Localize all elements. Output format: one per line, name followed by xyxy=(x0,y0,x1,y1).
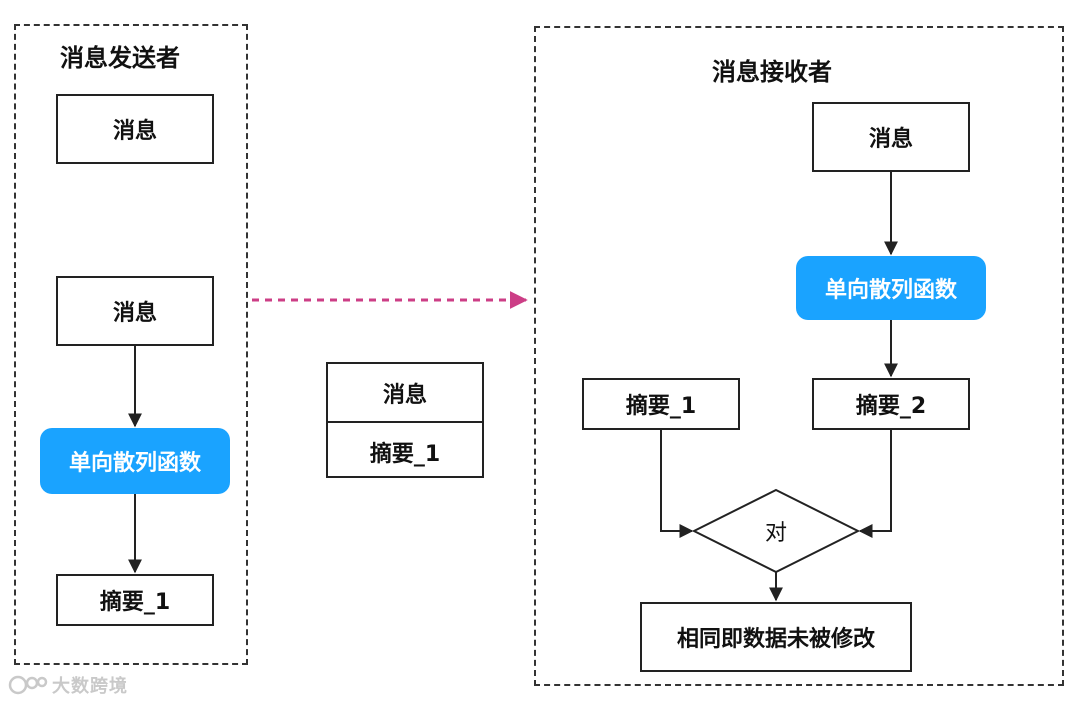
receiver-hash-function: 单向散列函数 xyxy=(796,256,986,320)
sender-panel xyxy=(14,24,248,665)
sender-message-box: 消息 xyxy=(56,276,214,346)
receiver-computed-digest-box: 摘要_2 xyxy=(812,378,970,430)
transfer-digest-cell: 摘要_1 xyxy=(328,421,482,480)
sender-digest-box: 摘要_1 xyxy=(56,574,214,626)
arrow-digest1-to-compare xyxy=(660,430,694,538)
sender-hash-function: 单向散列函数 xyxy=(40,428,230,494)
result-box: 相同即数据未被修改 xyxy=(640,602,912,672)
receiver-panel xyxy=(534,26,1064,686)
sender-original-message-box: 消息 xyxy=(56,94,214,164)
receiver-message-box: 消息 xyxy=(812,102,970,172)
transfer-message-cell: 消息 xyxy=(382,382,427,408)
arrow-digest2-to-compare xyxy=(858,430,892,538)
watermark-logo-icon xyxy=(8,674,48,696)
sender-title: 消息发送者 xyxy=(60,44,180,72)
watermark-text: 大数跨境 xyxy=(52,676,128,697)
compare-label: 对 xyxy=(764,521,787,546)
watermark: 大数跨境 xyxy=(8,672,128,698)
receiver-title: 消息接收者 xyxy=(712,58,832,86)
receiver-received-digest-box: 摘要_1 xyxy=(582,378,740,430)
transfer-package: 消息 摘要_1 xyxy=(326,362,484,478)
